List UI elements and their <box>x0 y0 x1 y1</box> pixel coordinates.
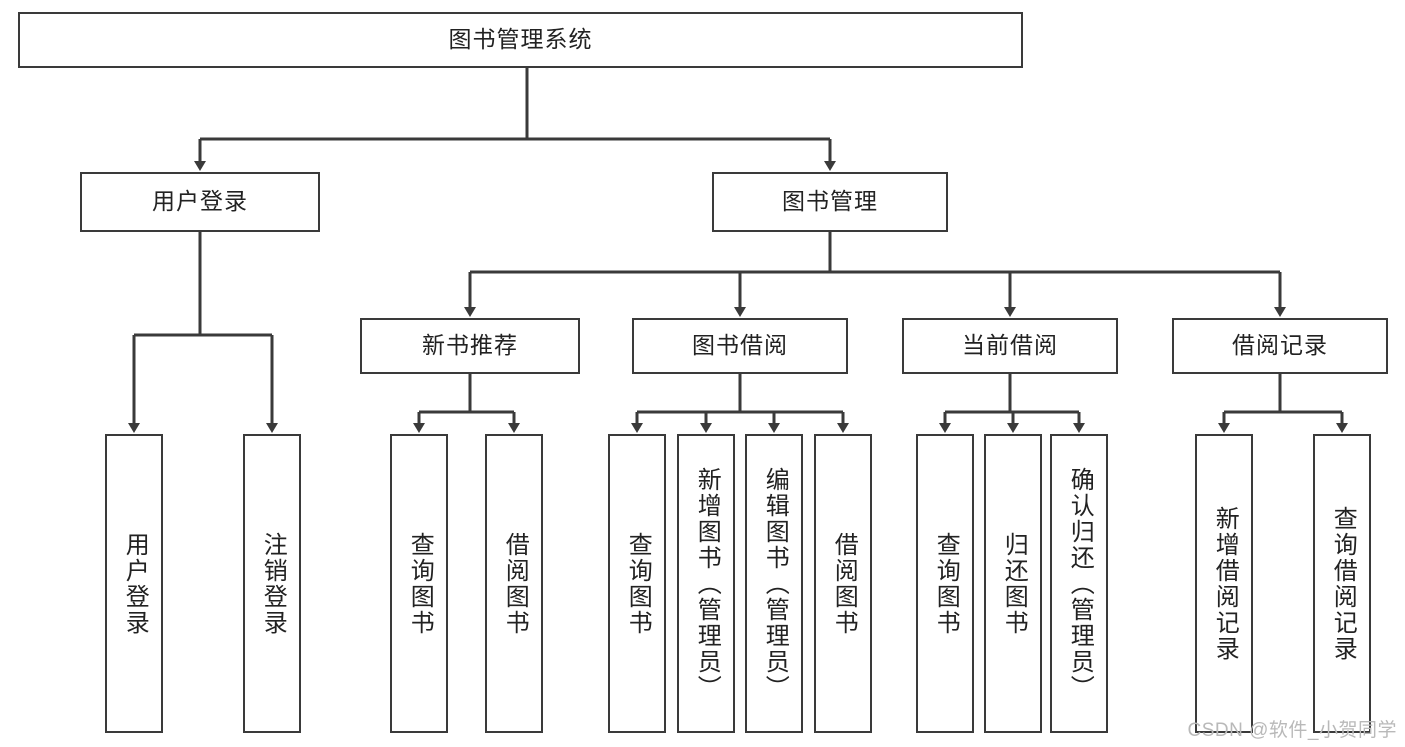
node-leaf-confirm-return[interactable]: 确认归还（管理员） <box>1050 434 1108 733</box>
node-label: 新增图书（管理员） <box>693 466 721 701</box>
node-label: 借阅图书 <box>830 531 858 636</box>
node-label: 用户登录 <box>121 531 149 636</box>
node-label: 编辑图书（管理员） <box>761 466 789 701</box>
node-leaf-borrow-book-rec[interactable]: 借阅图书 <box>485 434 543 733</box>
node-book-borrow[interactable]: 图书借阅 <box>632 318 848 374</box>
node-label: 注销登录 <box>259 531 287 636</box>
node-label: 当前借阅 <box>962 332 1058 359</box>
node-label: 新增借阅记录 <box>1211 505 1239 662</box>
node-label: 查询图书 <box>406 531 434 636</box>
node-leaf-return-book[interactable]: 归还图书 <box>984 434 1042 733</box>
node-label: 借阅图书 <box>501 531 529 636</box>
node-new-book-recommend[interactable]: 新书推荐 <box>360 318 580 374</box>
node-label: 图书借阅 <box>692 332 788 359</box>
node-leaf-add-record[interactable]: 新增借阅记录 <box>1195 434 1253 733</box>
node-leaf-query-record[interactable]: 查询借阅记录 <box>1313 434 1371 733</box>
node-label: 确认归还（管理员） <box>1066 466 1094 701</box>
node-root[interactable]: 图书管理系统 <box>18 12 1023 68</box>
node-leaf-add-book[interactable]: 新增图书（管理员） <box>677 434 735 733</box>
node-book-manage[interactable]: 图书管理 <box>712 172 948 232</box>
node-label: 借阅记录 <box>1232 332 1328 359</box>
node-label: 查询图书 <box>624 531 652 636</box>
node-borrow-record[interactable]: 借阅记录 <box>1172 318 1388 374</box>
node-label: 查询借阅记录 <box>1329 505 1357 662</box>
node-label: 归还图书 <box>1000 531 1028 636</box>
node-user-login[interactable]: 用户登录 <box>80 172 320 232</box>
node-leaf-query-book-borrow[interactable]: 查询图书 <box>608 434 666 733</box>
node-label: 图书管理系统 <box>448 26 593 53</box>
node-leaf-query-book-cur[interactable]: 查询图书 <box>916 434 974 733</box>
node-leaf-user-login[interactable]: 用户登录 <box>105 434 163 733</box>
node-leaf-logout[interactable]: 注销登录 <box>243 434 301 733</box>
node-label: 图书管理 <box>782 188 878 215</box>
node-label: 查询图书 <box>932 531 960 636</box>
node-label: 用户登录 <box>152 188 248 215</box>
node-leaf-edit-book[interactable]: 编辑图书（管理员） <box>745 434 803 733</box>
node-leaf-borrow-book[interactable]: 借阅图书 <box>814 434 872 733</box>
node-current-borrow[interactable]: 当前借阅 <box>902 318 1118 374</box>
node-leaf-query-book-rec[interactable]: 查询图书 <box>390 434 448 733</box>
node-label: 新书推荐 <box>422 332 518 359</box>
watermark: CSDN @软件_小贺同学 <box>1187 720 1397 741</box>
